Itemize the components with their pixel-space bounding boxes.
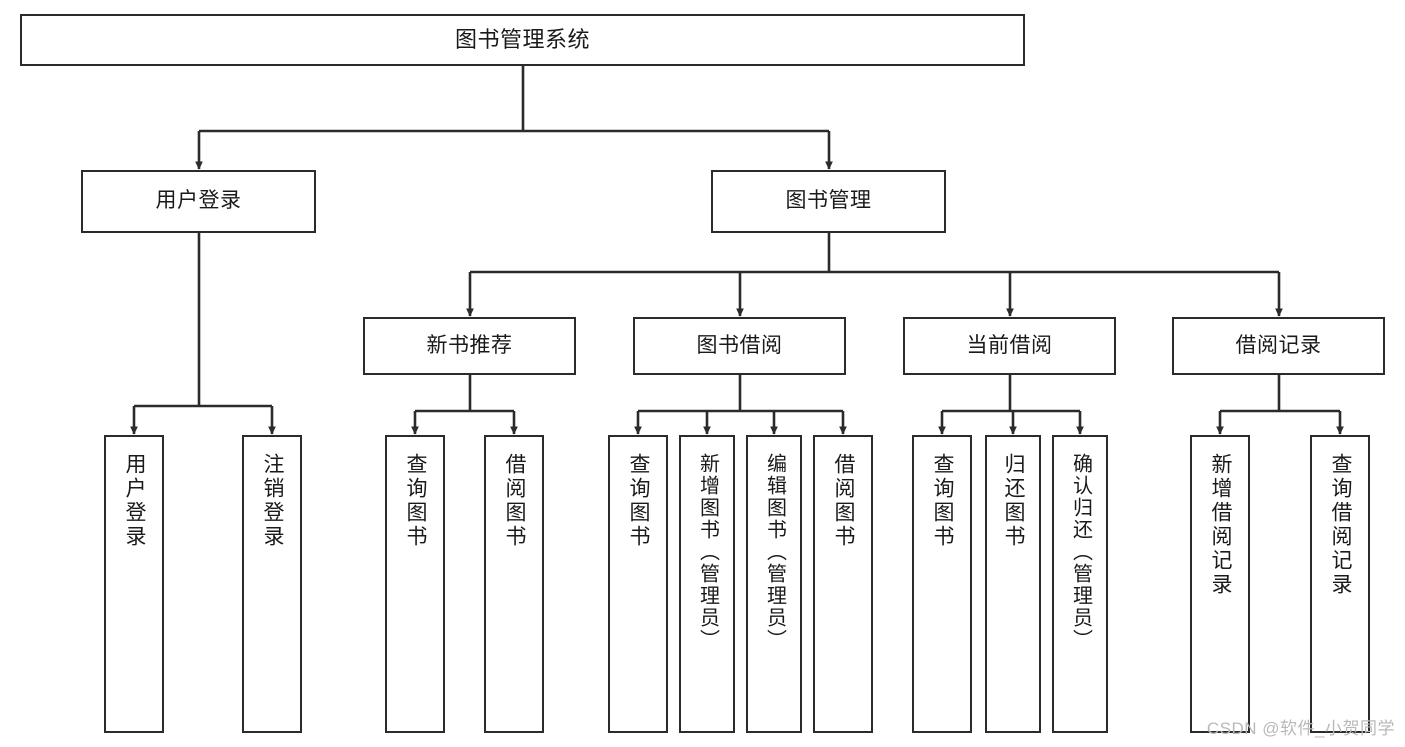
node-leaf-3[interactable]: 查询图书 [385, 435, 445, 733]
node-label: 确认归还（管理员） [1069, 453, 1092, 651]
node-leaf-4[interactable]: 借阅图书 [484, 435, 544, 733]
node-label: 查询借阅记录 [1329, 453, 1353, 597]
node-leaf-7[interactable]: 编辑图书（管理员） [746, 435, 802, 733]
node-leaf-1[interactable]: 用户登录 [104, 435, 164, 733]
node-label: 新增图书（管理员） [696, 453, 719, 651]
node-leaf-11[interactable]: 确认归还（管理员） [1052, 435, 1108, 733]
node-label: 注销登录 [261, 453, 285, 549]
node-cur-borrow[interactable]: 当前借阅 [903, 317, 1116, 375]
node-root[interactable]: 图书管理系统 [20, 14, 1025, 66]
node-leaf-12[interactable]: 新增借阅记录 [1190, 435, 1250, 733]
node-leaf-6[interactable]: 新增图书（管理员） [679, 435, 735, 733]
node-label: 新书推荐 [426, 333, 513, 357]
node-label: 图书借阅 [696, 333, 783, 357]
node-leaf-2[interactable]: 注销登录 [242, 435, 302, 733]
node-label: 查询图书 [931, 453, 955, 549]
node-new-rec[interactable]: 新书推荐 [363, 317, 576, 375]
node-label: 借阅图书 [503, 453, 527, 549]
node-label: 当前借阅 [966, 333, 1053, 357]
node-leaf-5[interactable]: 查询图书 [608, 435, 668, 733]
node-label: 用户登录 [155, 189, 242, 213]
node-label: 归还图书 [1002, 453, 1026, 549]
node-leaf-13[interactable]: 查询借阅记录 [1310, 435, 1370, 733]
node-label: 借阅记录 [1235, 333, 1322, 357]
node-label: 借阅图书 [832, 453, 856, 549]
node-label: 图书管理系统 [454, 27, 590, 53]
node-leaf-9[interactable]: 查询图书 [912, 435, 972, 733]
node-user-login[interactable]: 用户登录 [81, 170, 316, 233]
node-leaf-8[interactable]: 借阅图书 [813, 435, 873, 733]
node-label: 编辑图书（管理员） [763, 453, 786, 651]
node-label: 查询图书 [404, 453, 428, 549]
watermark-text: CSDN @软件_小贺同学 [1206, 719, 1395, 738]
node-book-borrow[interactable]: 图书借阅 [633, 317, 846, 375]
node-label: 查询图书 [627, 453, 651, 549]
node-leaf-10[interactable]: 归还图书 [985, 435, 1041, 733]
node-label: 图书管理 [785, 189, 872, 213]
node-borrow-log[interactable]: 借阅记录 [1172, 317, 1385, 375]
node-label: 新增借阅记录 [1209, 453, 1233, 597]
node-book-manage[interactable]: 图书管理 [711, 170, 946, 233]
node-label: 用户登录 [123, 453, 147, 549]
